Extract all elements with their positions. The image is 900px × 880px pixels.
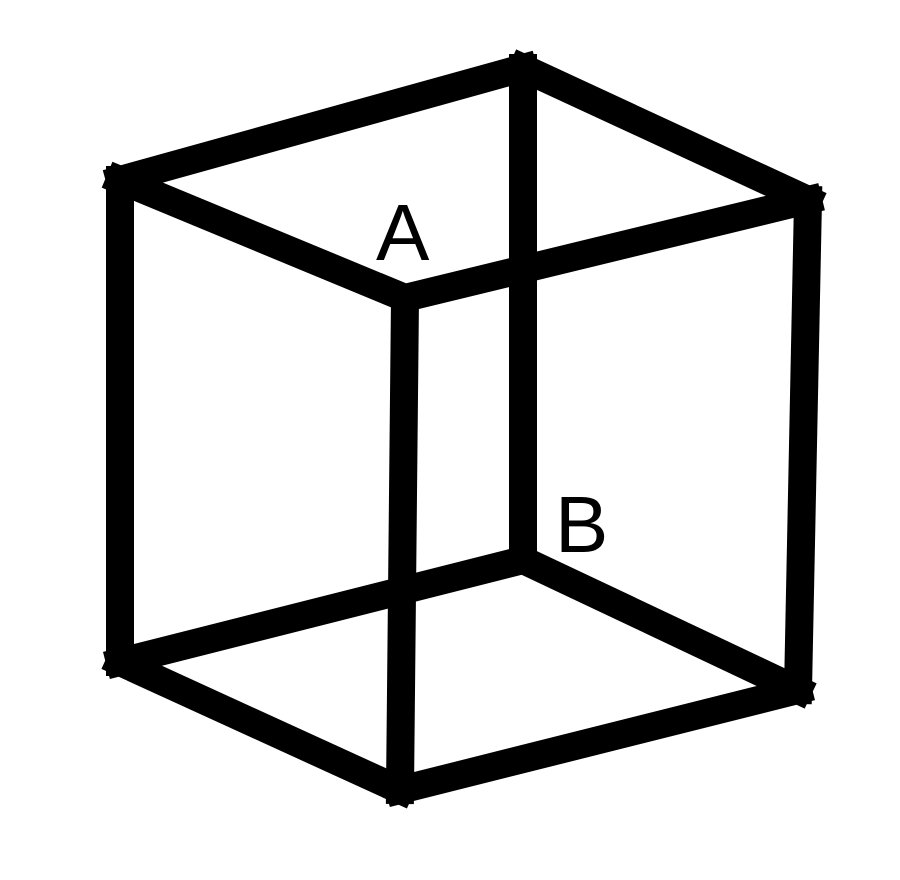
- edge-bottom-front-right: [383, 673, 815, 807]
- vertex-label-a: A: [376, 188, 430, 277]
- edge-top-front-left: [101, 161, 424, 317]
- vertex-label-b: B: [555, 480, 608, 569]
- edge-vertical-right: [783, 185, 823, 705]
- edge-vertical-front: [385, 283, 420, 805]
- edge-bottom-back-right: [504, 541, 817, 709]
- edge-bottom-back-left: [102, 542, 541, 680]
- edge-top-back-left: [102, 50, 541, 198]
- edge-top-back-right: [504, 49, 827, 219]
- edge-top-front-right: [388, 183, 825, 315]
- edge-bottom-front-left: [101, 643, 419, 809]
- cube-edges: [101, 49, 827, 809]
